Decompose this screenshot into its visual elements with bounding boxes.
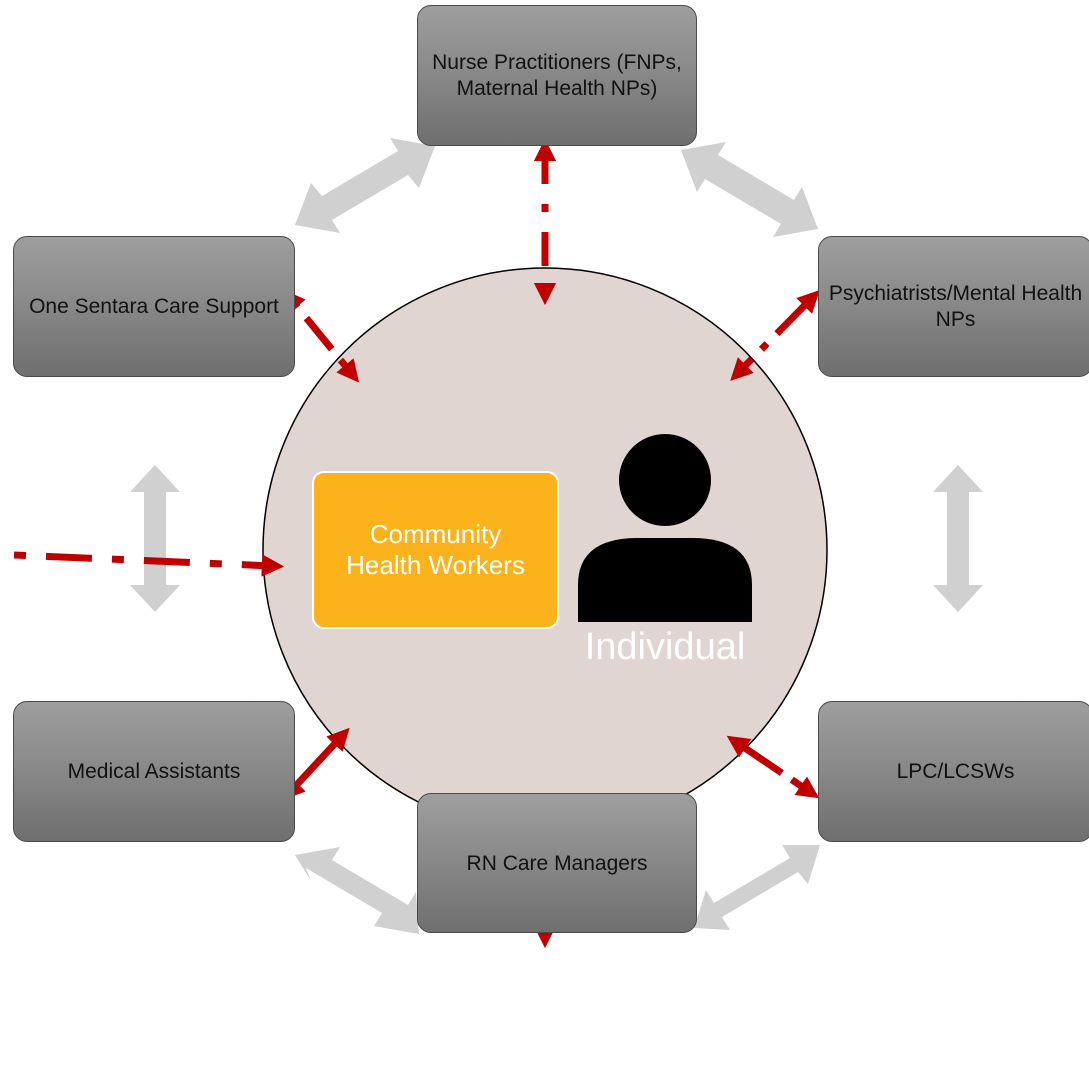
- role-box-lpc-lcsws: LPC/LCSWs: [818, 701, 1089, 842]
- role-label-nurse: Nurse Practitioners (FNPs, Maternal Heal…: [432, 51, 682, 100]
- role-box-psychiatrists: Psychiatrists/Mental Health NPs: [818, 236, 1089, 377]
- connector-external: [13, 551, 285, 577]
- peer-arrow-left: [130, 465, 180, 612]
- role-box-medical-assistants: Medical Assistants: [13, 701, 295, 842]
- community-health-workers-box: Community Health Workers: [312, 471, 559, 629]
- peer-arrow-top-left: [295, 138, 435, 233]
- connector-lpc: [726, 735, 820, 799]
- connector-psychiatrists: [730, 290, 820, 381]
- role-label-rn-care-managers: RN Care Managers: [466, 852, 648, 876]
- connector-one-sentara: [282, 289, 360, 383]
- peer-arrow-bottom-left: [295, 847, 419, 934]
- individual-label: Individual: [584, 626, 746, 668]
- role-label-lpc: LPC/LCSWs: [896, 759, 1015, 783]
- role-box-rn-care-managers: RN Care Managers: [417, 793, 697, 933]
- peer-arrow-right: [933, 465, 983, 612]
- peer-arrows: [130, 138, 983, 934]
- role-box-nurse-practitioners: Nurse Practitioners (FNPs, Maternal Heal…: [417, 5, 697, 146]
- peer-arrow-bottom-right: [694, 845, 820, 930]
- connector-medical-assistants: [282, 727, 350, 801]
- role-label-one-sentara: One Sentara Care Support: [29, 294, 279, 318]
- person-icon: [578, 434, 752, 622]
- role-label-medical-assistants: Medical Assistants: [67, 759, 241, 783]
- peer-arrow-top-right: [681, 142, 818, 237]
- role-label-psychiatrists: Psychiatrists/Mental Health NPs: [828, 282, 1083, 331]
- role-box-one-sentara-care-support: One Sentara Care Support: [13, 236, 295, 377]
- chw-label: Community Health Workers: [346, 518, 525, 580]
